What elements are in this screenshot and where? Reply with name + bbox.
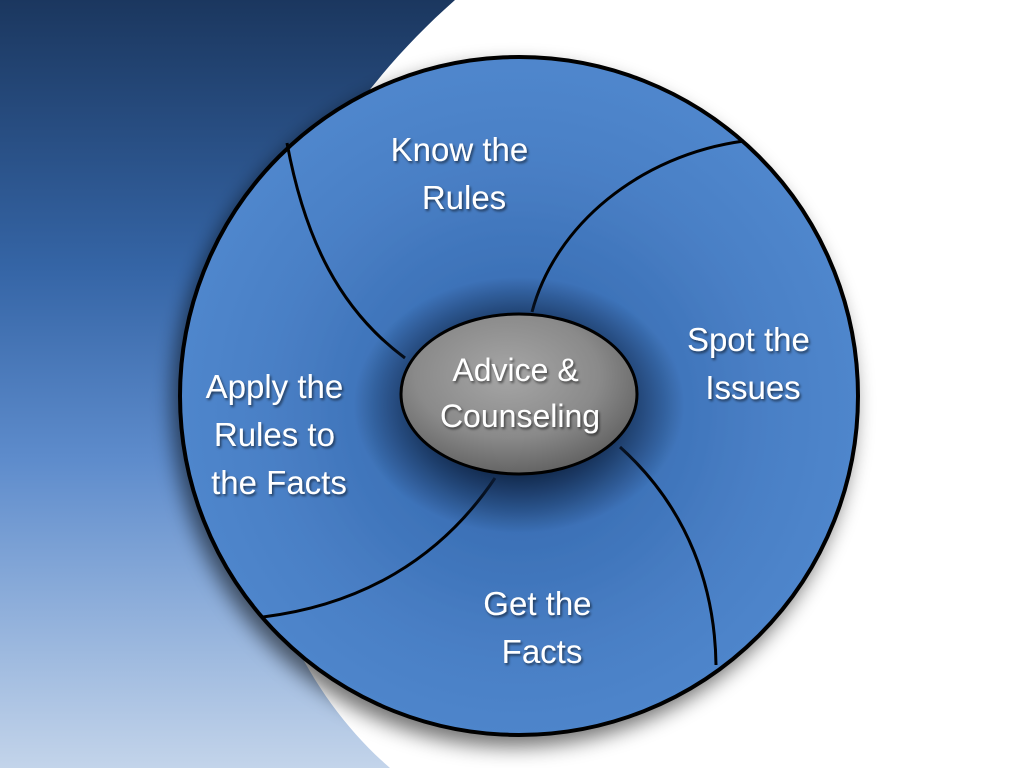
center-label: Advice & Counseling: [440, 352, 600, 434]
segment-label-know-the-rules: Know the Rules: [391, 131, 538, 216]
get-the-facts-line-2: Facts: [502, 633, 583, 670]
know-the-rules-line-1: Know the: [391, 131, 529, 168]
center-hub: [399, 312, 639, 476]
spot-the-issues-line-1: Spot the: [687, 321, 810, 358]
get-the-facts-line-1: Get the: [483, 585, 591, 622]
segment-label-spot-the-issues: Spot the Issues: [687, 321, 819, 406]
know-the-rules-line-2: Rules: [422, 179, 506, 216]
apply-the-rules-line-2: Rules to: [214, 416, 335, 453]
center-label-line-2: Counseling: [440, 398, 600, 434]
spot-the-issues-line-2: Issues: [705, 369, 800, 406]
apply-the-rules-line-1: Apply the: [206, 368, 344, 405]
center-label-line-1: Advice &: [452, 352, 578, 388]
segment-label-get-the-facts: Get the Facts: [483, 585, 600, 670]
segment-label-apply-the-rules: Apply the Rules to the Facts: [206, 368, 353, 501]
apply-the-rules-line-3: the Facts: [211, 464, 347, 501]
